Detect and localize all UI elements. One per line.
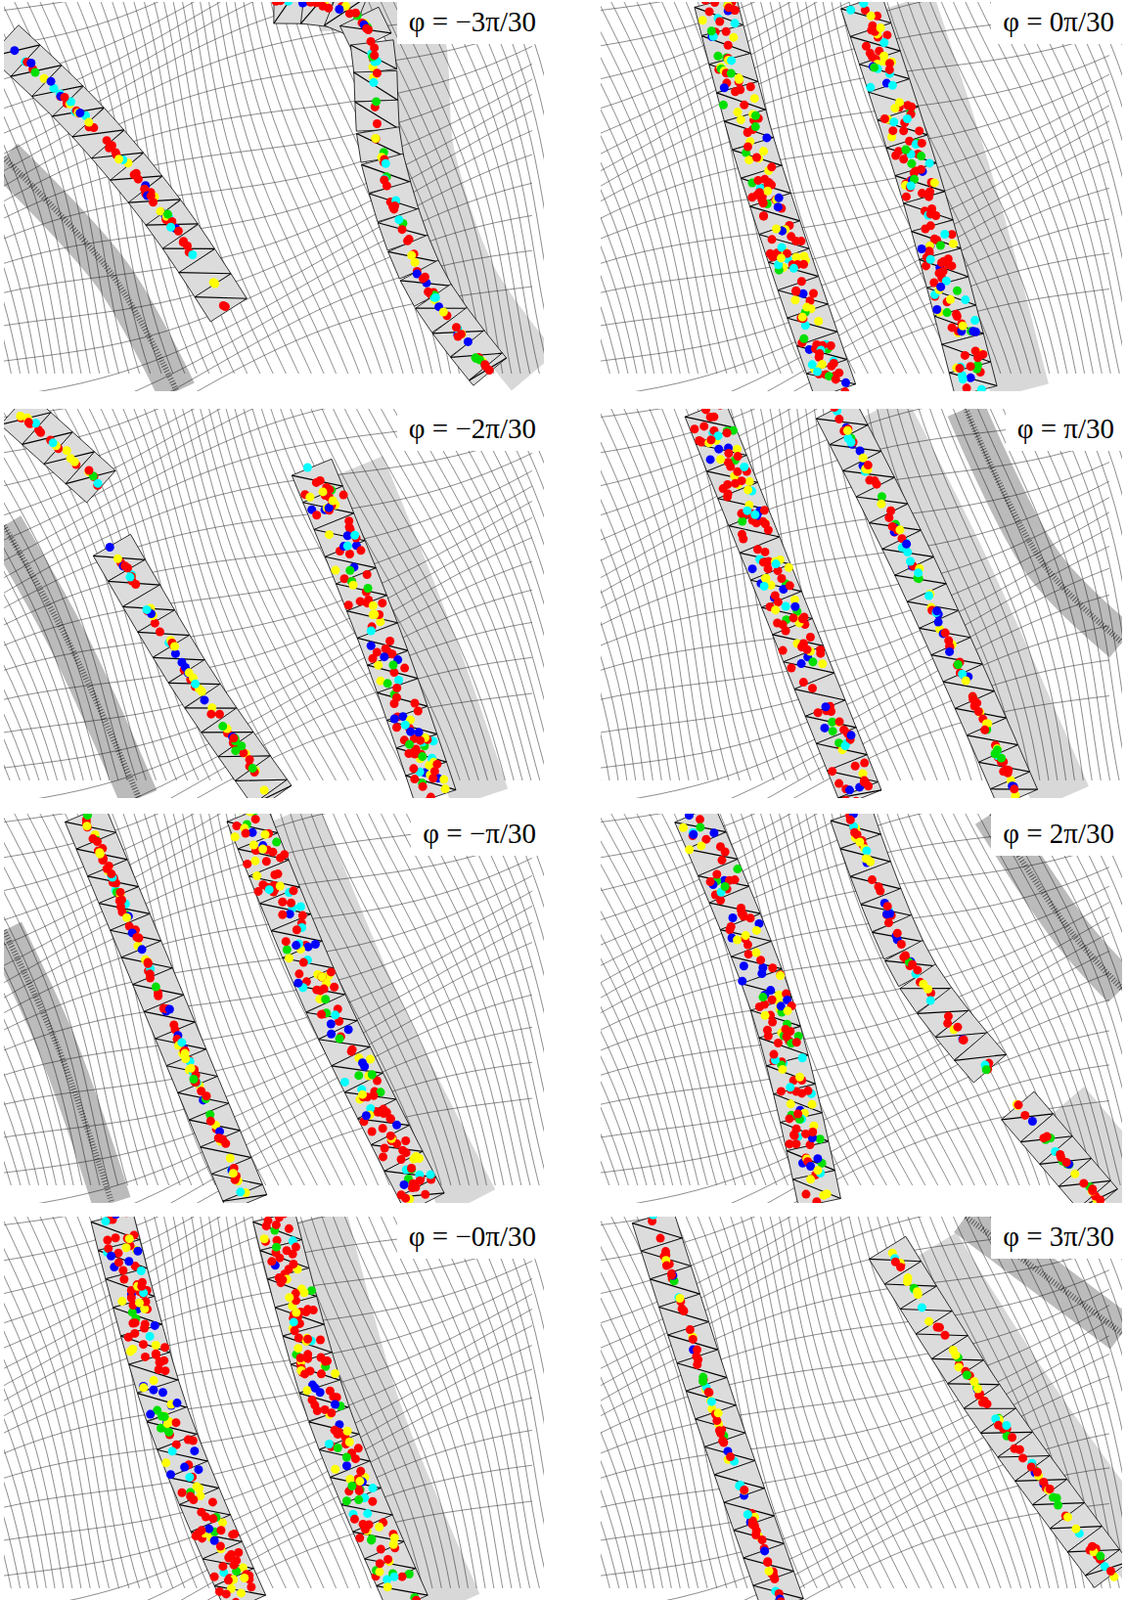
- shade-band: [290, 813, 469, 1204]
- hit-dots: [698, 1, 851, 392]
- detector-tiles: [90, 1216, 267, 1600]
- angle-label: φ = −3π/30: [397, 1, 544, 45]
- detector-tiles: [694, 1, 856, 392]
- hit-dots: [15, 411, 102, 491]
- panel-rendering: [600, 408, 1123, 799]
- panel-rendering: [600, 1, 1123, 392]
- detector-tiles: [815, 408, 1037, 799]
- mesh-grid: [600, 1, 1123, 392]
- hit-dots: [9, 45, 230, 312]
- shade-band: [3, 930, 112, 1204]
- detector-tiles: [273, 1, 507, 386]
- detector-tiles: [92, 534, 292, 799]
- hit-dots: [105, 542, 270, 795]
- hit-dots: [829, 408, 1020, 799]
- angle-label: φ = π/30: [1005, 408, 1123, 451]
- mesh-grid: [600, 1216, 1123, 1600]
- detector-tiles: [841, 1, 997, 392]
- mesh-grid: [3, 408, 544, 799]
- angle-label: φ = −π/30: [410, 813, 544, 856]
- detector-tiles: [226, 813, 445, 1204]
- hit-dots: [260, 1216, 421, 1600]
- detector-tiles: [1001, 1091, 1119, 1204]
- hit-dots: [271, 1, 495, 375]
- panel-rendering: [3, 1216, 544, 1600]
- angle-label: φ = 0π/30: [990, 1, 1123, 45]
- mesh-grid: [3, 813, 544, 1204]
- shade-band: [965, 408, 1123, 643]
- panel-rendering: [3, 408, 544, 799]
- angle-label: φ = 2π/30: [990, 813, 1123, 856]
- shade-band: [317, 1216, 453, 1600]
- mesh-grid: [600, 813, 1123, 1204]
- angle-label: φ = −2π/30: [397, 408, 544, 451]
- detector-tiles: [253, 1216, 429, 1600]
- shade-band: [965, 408, 1123, 643]
- hit-dots: [82, 813, 251, 1198]
- panel-rendering: [3, 1, 544, 392]
- detector-tiles: [675, 813, 842, 1204]
- hit-dots: [1012, 1100, 1105, 1204]
- hit-dots: [845, 813, 993, 1075]
- panel-rendering: [600, 813, 1123, 1204]
- hit-dots: [888, 1249, 1120, 1582]
- mesh-grid: [3, 1, 544, 392]
- hit-dots: [230, 813, 444, 1204]
- panel-rendering: [3, 813, 544, 1204]
- detector-tiles: [3, 408, 116, 503]
- shade-band: [3, 930, 112, 1204]
- hit-dots: [300, 463, 450, 799]
- mesh-grid: [3, 1216, 544, 1600]
- detector-tiles: [631, 1216, 804, 1600]
- angle-label: φ = 3π/30: [990, 1216, 1123, 1260]
- hit-dots: [647, 1216, 786, 1600]
- angle-label: φ = −0π/30: [397, 1216, 544, 1260]
- hit-dots: [846, 1, 990, 392]
- detector-tiles: [64, 813, 267, 1204]
- detector-tiles: [868, 1236, 1123, 1588]
- detector-tiles: [830, 813, 1007, 1083]
- mesh-grid: [600, 408, 1123, 799]
- hit-dots: [676, 813, 831, 1204]
- detector-tiles: [291, 458, 456, 799]
- detector-tiles: [3, 25, 247, 322]
- panel-rendering: [600, 1216, 1123, 1600]
- hit-dots: [100, 1216, 263, 1600]
